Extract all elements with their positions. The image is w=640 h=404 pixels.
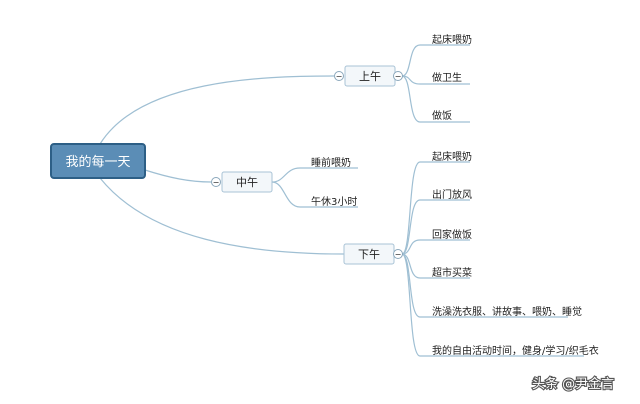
leaf-afternoon-1[interactable]: 起床喂奶	[432, 150, 472, 163]
collapse-icon: −	[336, 72, 343, 81]
collapse-toggle-noon[interactable]: −	[211, 177, 221, 188]
leaf-afternoon-3[interactable]: 回家做饭	[432, 228, 472, 241]
leaf-noon-1[interactable]: 睡前喂奶	[311, 156, 351, 169]
connector-afternoon-leaf-3	[401, 239, 470, 255]
branch-morning-label: 上午	[359, 70, 381, 83]
connector-afternoon-leaf-4	[401, 253, 470, 279]
collapse-toggle-morning-right[interactable]: −	[393, 71, 403, 82]
leaf-afternoon-2[interactable]: 出门放风	[432, 188, 472, 201]
connector-morning-leaf-3	[401, 75, 470, 123]
leaf-morning-3[interactable]: 做饭	[432, 109, 452, 122]
leaf-morning-1[interactable]: 起床喂奶	[432, 33, 472, 46]
leaf-noon-2[interactable]: 午休3小时	[311, 195, 357, 208]
branch-afternoon-label: 下午	[358, 248, 380, 261]
collapse-toggle-morning[interactable]: −	[334, 71, 344, 82]
connector-root-afternoon	[99, 177, 345, 255]
branch-noon[interactable]: 中午	[221, 171, 273, 193]
connector-morning-leaf-2	[401, 75, 470, 85]
connector-afternoon-leaf-6	[401, 253, 584, 357]
root-node[interactable]: 我的每一天	[50, 143, 146, 179]
leaf-morning-2[interactable]: 做卫生	[432, 71, 462, 84]
collapse-icon: −	[213, 178, 220, 187]
connector-root-noon	[144, 169, 212, 183]
connector-root-morning	[99, 75, 335, 145]
branch-noon-label: 中午	[236, 176, 258, 189]
connector-afternoon-leaf-2	[401, 199, 470, 255]
watermark: 头条 @尹金言	[532, 376, 614, 392]
connector-afternoon-leaf-1	[401, 161, 470, 255]
collapse-icon: −	[395, 72, 402, 81]
collapse-icon: −	[395, 250, 402, 259]
connector-noon-leaf-1	[271, 167, 358, 183]
leaf-afternoon-6[interactable]: 我的自由活动时间，健身/学习/织毛衣	[432, 344, 599, 357]
connector-morning-leaf-1	[401, 44, 470, 77]
branch-morning[interactable]: 上午	[344, 65, 396, 87]
leaf-afternoon-5[interactable]: 洗澡洗衣服、讲故事、喂奶、睡觉	[432, 305, 582, 318]
branch-afternoon[interactable]: 下午	[343, 243, 395, 265]
leaf-afternoon-4[interactable]: 超市买菜	[432, 266, 472, 279]
collapse-toggle-afternoon[interactable]: −	[393, 249, 403, 260]
connector-noon-leaf-2	[271, 181, 358, 208]
root-label: 我的每一天	[65, 154, 130, 170]
connector-lines	[99, 44, 584, 357]
